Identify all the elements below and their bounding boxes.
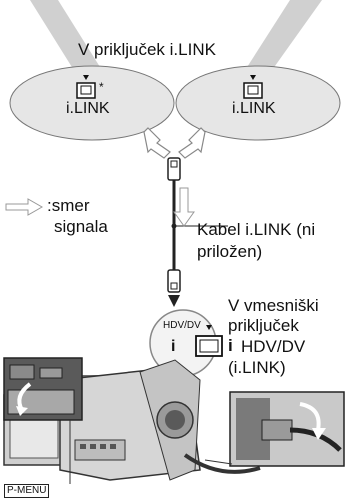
signal-legend-line2: signala — [54, 217, 108, 236]
camera-port-label-line1: V vmesniški — [228, 296, 319, 315]
camera-port-label-line4: (i.LINK) — [228, 358, 286, 377]
signal-direction-arrow — [173, 187, 195, 227]
cable-label-line2: priložen) — [197, 242, 263, 261]
right-ilink-port-icon — [243, 75, 263, 99]
signal-legend-arrow-icon — [5, 198, 44, 216]
p-menu-button-label: P-MENU — [4, 484, 50, 498]
camera-port-badge: i — [149, 309, 223, 377]
ilink-cable — [167, 157, 228, 293]
right-port-label: i.LINK — [232, 100, 276, 117]
left-ilink-port-icon — [76, 75, 96, 99]
left-port-label: i.LINK — [66, 100, 110, 117]
cable-plug-inset — [204, 391, 345, 467]
left-device-ellipse — [9, 65, 175, 141]
right-device-ellipse — [175, 65, 341, 141]
cable-label-line1: Kabel i.LINK (ni — [197, 220, 316, 239]
svg-text:i: i — [171, 338, 175, 355]
port-cover-inset — [3, 357, 83, 468]
asterisk-mark: * — [99, 80, 104, 94]
connection-arrows — [143, 127, 206, 159]
camera-port-label-line3: HDV/DV — [241, 337, 306, 356]
down-to-camera-arrow — [168, 295, 180, 307]
port-badge-label: HDV/DV — [163, 320, 201, 331]
ilink-symbol-icon: i — [228, 336, 233, 355]
top-label: V priključek i.LINK — [78, 40, 216, 59]
signal-fan — [30, 0, 322, 80]
camera-port-label-line2: priključek — [228, 316, 299, 335]
signal-legend-line1: :smer — [47, 196, 90, 215]
